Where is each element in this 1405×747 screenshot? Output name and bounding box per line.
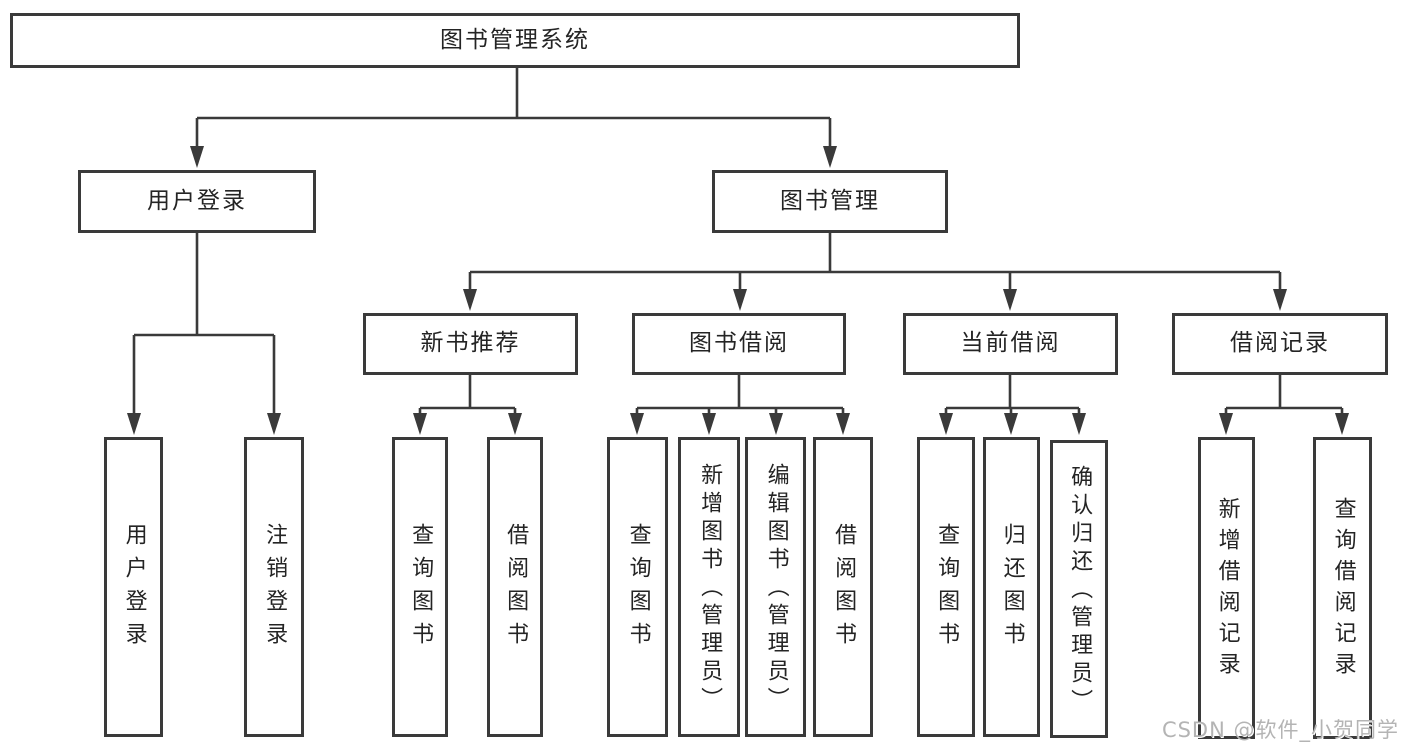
leaf-edit-books-admin: 编辑图书（管理员） bbox=[745, 437, 806, 737]
node-new-book-recommendation: 新书推荐 bbox=[363, 313, 578, 375]
leaf-user-login: 用户登录 bbox=[104, 437, 163, 737]
leaf-add-books-admin: 新增图书（管理员） bbox=[678, 437, 740, 737]
node-library-management-system: 图书管理系统 bbox=[10, 13, 1020, 68]
leaf-borrow-books-recommend: 借阅图书 bbox=[487, 437, 543, 737]
node-borrowing-records: 借阅记录 bbox=[1172, 313, 1388, 375]
leaf-logout: 注销登录 bbox=[244, 437, 304, 737]
leaf-query-borrow-record: 查询借阅记录 bbox=[1313, 437, 1372, 739]
leaf-add-borrow-record: 新增借阅记录 bbox=[1198, 437, 1255, 739]
leaf-query-books-recommend: 查询图书 bbox=[392, 437, 448, 737]
csdn-watermark: CSDN @软件_小贺同学 bbox=[1161, 718, 1399, 742]
node-book-borrowing: 图书借阅 bbox=[632, 313, 846, 375]
node-book-management: 图书管理 bbox=[712, 170, 948, 233]
leaf-borrow-books: 借阅图书 bbox=[813, 437, 873, 737]
arrowheads bbox=[127, 146, 1349, 435]
node-user-login: 用户登录 bbox=[78, 170, 316, 233]
leaf-confirm-return-admin: 确认归还（管理员） bbox=[1050, 440, 1108, 738]
leaf-query-books-current: 查询图书 bbox=[917, 437, 975, 737]
node-current-borrowing: 当前借阅 bbox=[903, 313, 1118, 375]
leaf-return-books: 归还图书 bbox=[983, 437, 1040, 737]
leaf-query-books-borrowing: 查询图书 bbox=[607, 437, 668, 737]
